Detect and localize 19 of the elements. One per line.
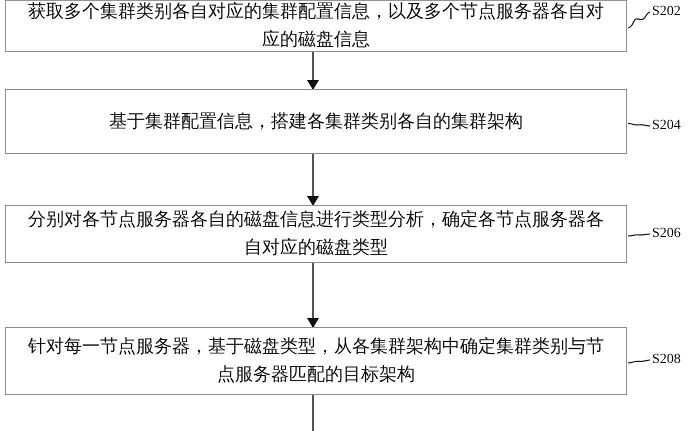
step-number: S208 bbox=[652, 352, 681, 368]
leader-line bbox=[628, 233, 650, 237]
step-number: S204 bbox=[652, 118, 681, 134]
leader-line bbox=[628, 359, 650, 364]
step-number: S206 bbox=[652, 226, 681, 242]
process-box bbox=[5, 89, 627, 154]
step-text: 分别对各节点服务器各自的磁盘信息进行类型分析，确定各节点服务器各自对应的磁盘类型 bbox=[27, 208, 605, 260]
step-text: 基于集群配置信息，搭建各集群类别各自的集群架构 bbox=[109, 110, 523, 134]
arrow bbox=[307, 52, 319, 90]
process-box bbox=[5, 205, 627, 263]
process-box bbox=[5, 327, 627, 395]
step-text: 获取多个集群类别各自对应的集群配置信息，以及多个节点服务器各自对应的磁盘信息 bbox=[27, 0, 605, 52]
step-number: S202 bbox=[652, 4, 681, 20]
arrow bbox=[307, 263, 319, 328]
arrow bbox=[307, 154, 319, 206]
connector-line bbox=[312, 395, 314, 431]
step-text: 针对每一节点服务器，基于磁盘类型，从各集群架构中确定集群类别与节点服务器匹配的目标架构 bbox=[27, 335, 605, 387]
leader-line bbox=[628, 122, 650, 127]
leader-line bbox=[628, 12, 650, 29]
